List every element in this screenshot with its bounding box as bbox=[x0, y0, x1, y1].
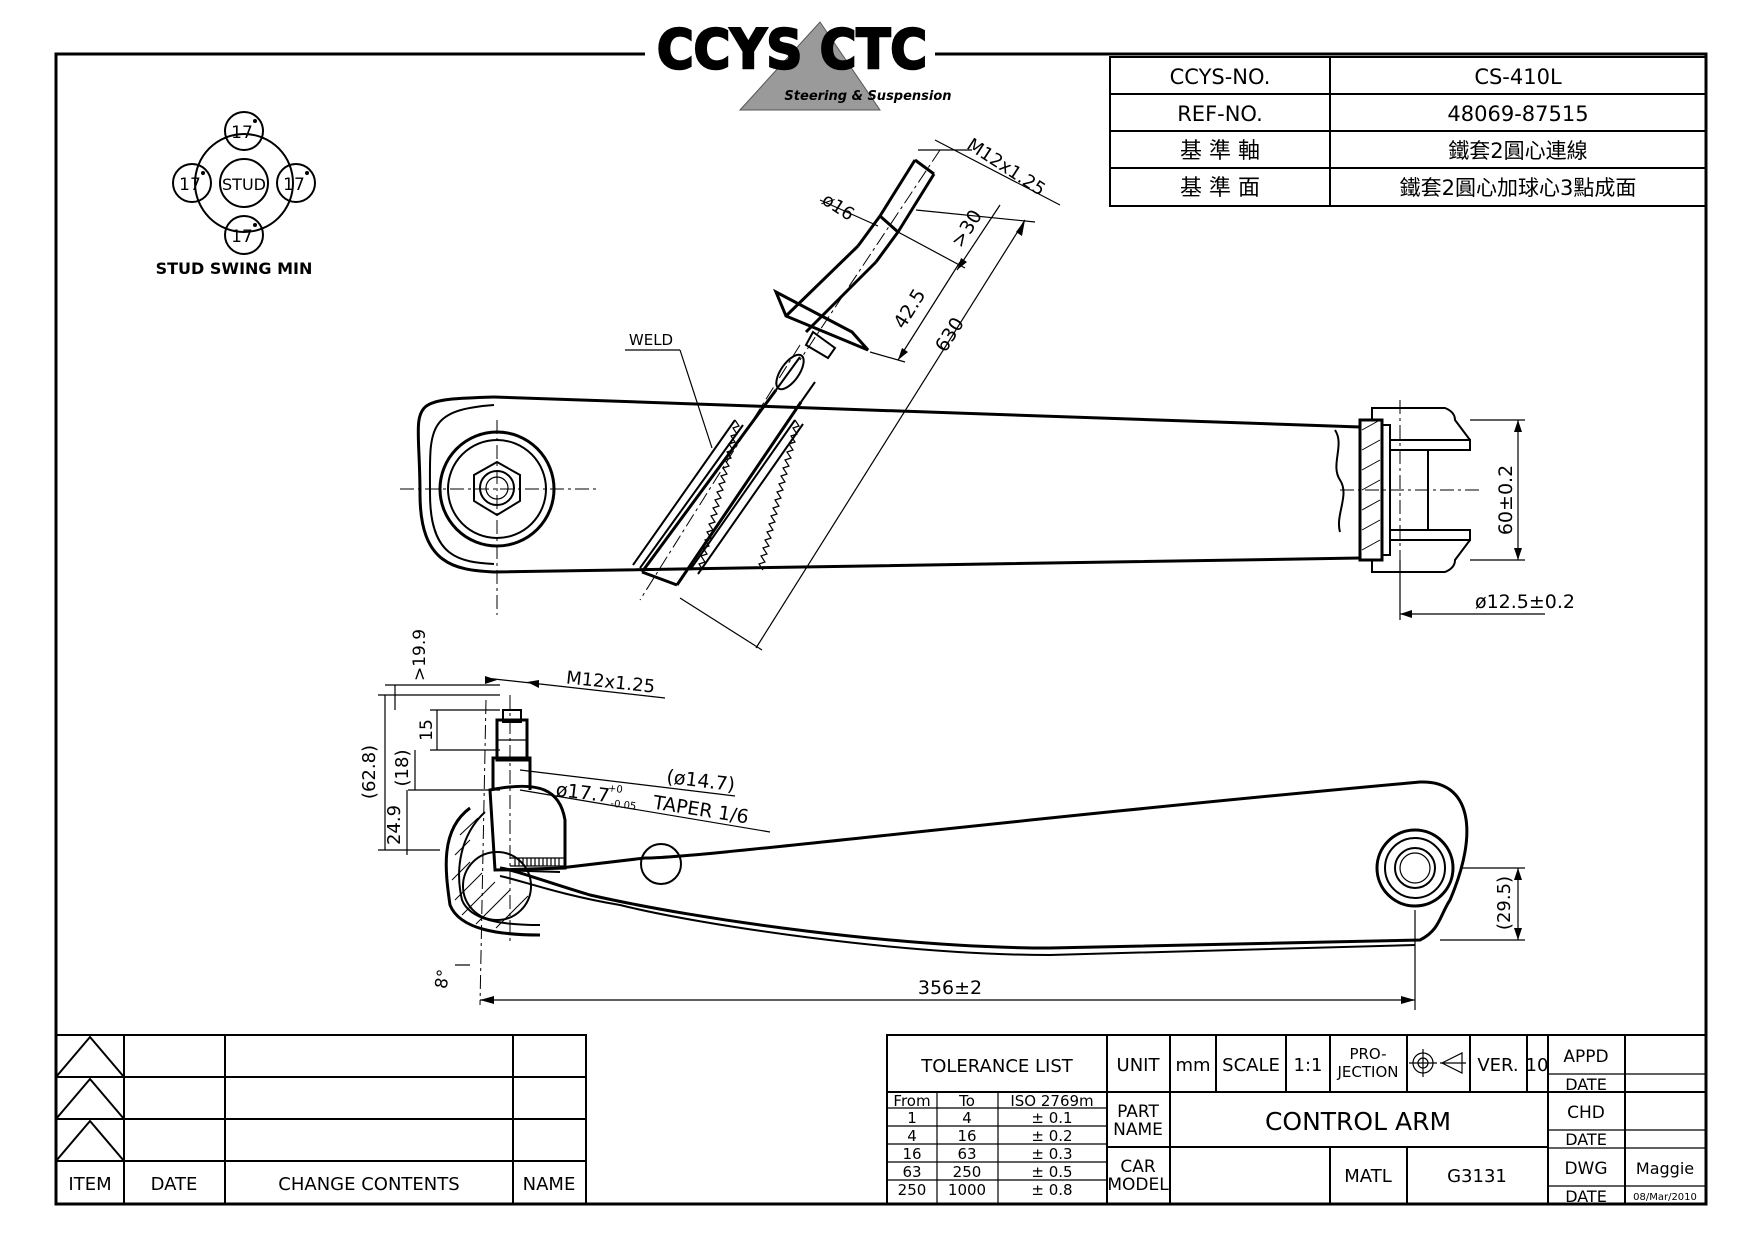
side-view-dimensions: >19.9 M12x1.25 (62.8) 15 (18) 24.9 bbox=[359, 629, 1525, 1010]
unit-value: mm bbox=[1175, 1055, 1210, 1076]
dwg-date-label: DATE bbox=[1565, 1187, 1607, 1206]
ver-label: VER. bbox=[1477, 1055, 1518, 1076]
top-view-control-arm: 60±0.2 ø12.5±0.2 630 42.5 >30 bbox=[400, 134, 1575, 651]
tolerance-cell: 63 bbox=[902, 1163, 921, 1181]
tolerance-cell: 1000 bbox=[948, 1181, 986, 1199]
chd-date-label: DATE bbox=[1565, 1130, 1607, 1149]
tolerance-title: TOLERANCE LIST bbox=[920, 1056, 1074, 1077]
dim-dia-17-7: ø17.7 bbox=[555, 779, 611, 807]
dim-18: (18) bbox=[392, 750, 413, 787]
tolerance-cell: 4 bbox=[907, 1127, 917, 1145]
info-label-datum-plane: 基 準 面 bbox=[1180, 176, 1260, 201]
change-header-date: DATE bbox=[151, 1174, 198, 1195]
scale-label: SCALE bbox=[1222, 1055, 1280, 1076]
swing-stud-label: STUD bbox=[222, 175, 266, 194]
tolerance-cell: ± 0.1 bbox=[1031, 1109, 1072, 1127]
tol-header-to: To bbox=[958, 1092, 975, 1110]
tolerance-cell: ± 0.2 bbox=[1031, 1127, 1072, 1145]
dwg-label: DWG bbox=[1564, 1159, 1607, 1179]
brand-logo: CCYS CTC Steering & Suspension bbox=[656, 17, 952, 111]
info-value-datum-plane: 鐵套2圓心加球心3點成面 bbox=[1400, 176, 1637, 200]
info-value-ccys-no: CS-410L bbox=[1474, 65, 1562, 89]
swing-caption: STUD SWING MIN bbox=[156, 259, 313, 278]
matl-label: MATL bbox=[1344, 1166, 1391, 1187]
dim-length-42-5: 42.5 bbox=[889, 285, 930, 333]
dim-19-9: >19.9 bbox=[410, 629, 430, 681]
weld-label: WELD bbox=[629, 331, 673, 349]
dwg-date-value: 08/Mar/2010 bbox=[1633, 1192, 1697, 1203]
drawer-name: Maggie bbox=[1636, 1159, 1694, 1178]
logo-tagline: Steering & Suspension bbox=[784, 89, 951, 104]
car-model-label-2: MODEL bbox=[1107, 1175, 1169, 1195]
side-view-control-arm: >19.9 M12x1.25 (62.8) 15 (18) 24.9 bbox=[359, 629, 1525, 1010]
info-label-ref-no: REF-NO. bbox=[1177, 102, 1263, 126]
dim-62-8: (62.8) bbox=[359, 745, 380, 799]
unit-label: UNIT bbox=[1117, 1055, 1161, 1076]
swing-angle-top: 17 bbox=[231, 123, 253, 143]
appd-label: APPD bbox=[1563, 1047, 1608, 1067]
change-header-name: NAME bbox=[523, 1174, 576, 1195]
dim-taper: TAPER 1/6 bbox=[651, 792, 751, 829]
ver-value: 10 bbox=[1526, 1055, 1549, 1076]
dim-height-60: 60±0.2 bbox=[1495, 465, 1517, 535]
info-value-datum-axis: 鐵套2圓心連線 bbox=[1448, 139, 1587, 163]
weld-tube bbox=[632, 149, 941, 601]
tolerance-cell: 250 bbox=[953, 1163, 982, 1181]
dim-tol-lower: -0.05 bbox=[610, 798, 637, 812]
change-history-table: ITEM DATE CHANGE CONTENTS NAME bbox=[55, 1034, 587, 1205]
swing-angle-bottom: 17 bbox=[231, 227, 253, 247]
tol-header-from: From bbox=[893, 1092, 930, 1110]
tolerance-cell: ± 0.8 bbox=[1031, 1181, 1072, 1199]
tolerance-cell: 4 bbox=[962, 1109, 972, 1127]
change-header-contents: CHANGE CONTENTS bbox=[278, 1174, 459, 1195]
matl-value: G3131 bbox=[1447, 1166, 1507, 1187]
swing-angle-left: 17 bbox=[179, 175, 201, 195]
info-label-datum-axis: 基 準 軸 bbox=[1180, 139, 1260, 164]
stud-swing-diagram: STUD 17 17 17 17 STUD SWING MIN bbox=[156, 111, 316, 278]
tolerance-cell: 1 bbox=[907, 1109, 917, 1127]
third-angle-projection-icon bbox=[1409, 1049, 1466, 1077]
tol-header-iso: ISO 2769m bbox=[1010, 1092, 1093, 1110]
tolerance-cell: 16 bbox=[902, 1145, 921, 1163]
dim-thread-top: M12x1.25 bbox=[963, 134, 1049, 200]
car-model-label-1: CAR bbox=[1120, 1157, 1155, 1177]
tolerance-cell: 63 bbox=[957, 1145, 976, 1163]
info-value-ref-no: 48069-87515 bbox=[1447, 102, 1588, 126]
dim-tol-upper: +0 bbox=[607, 783, 623, 796]
dim-24-9: 24.9 bbox=[384, 805, 405, 845]
tolerance-cell: 250 bbox=[898, 1181, 927, 1199]
tolerance-cell: ± 0.3 bbox=[1031, 1145, 1072, 1163]
dim-15: 15 bbox=[417, 719, 437, 741]
change-header-item: ITEM bbox=[68, 1174, 111, 1195]
projection-line2: JECTION bbox=[1337, 1063, 1399, 1081]
swing-angle-right: 17 bbox=[283, 175, 305, 195]
part-name-value: CONTROL ARM bbox=[1265, 1107, 1451, 1136]
part-name-label-1: PART bbox=[1117, 1102, 1159, 1122]
dim-dia-16: ø16 bbox=[818, 189, 858, 225]
logo-text: CCYS CTC bbox=[657, 18, 927, 81]
chd-label: CHD bbox=[1567, 1103, 1605, 1123]
tolerance-cell: ± 0.5 bbox=[1031, 1163, 1072, 1181]
scale-value: 1:1 bbox=[1294, 1055, 1323, 1076]
tolerance-cell: 16 bbox=[957, 1127, 976, 1145]
reference-info-table: CCYS-NO. CS-410L REF-NO. 48069-87515 基 準… bbox=[1109, 56, 1707, 207]
drawing-border bbox=[54, 52, 1708, 1206]
part-name-label-2: NAME bbox=[1113, 1120, 1163, 1140]
dim-length-30: >30 bbox=[947, 206, 987, 252]
dim-thread-side: M12x1.25 bbox=[565, 667, 656, 697]
dim-dia-14-7: (ø14.7) bbox=[665, 766, 736, 796]
dim-length-356: 356±2 bbox=[918, 977, 982, 999]
dim-dia-12-5: ø12.5±0.2 bbox=[1475, 591, 1575, 613]
info-label-ccys-no: CCYS-NO. bbox=[1170, 65, 1271, 89]
dim-length-630: 630 bbox=[931, 314, 969, 356]
appd-date-label: DATE bbox=[1565, 1075, 1607, 1094]
dim-29-5: (29.5) bbox=[1494, 876, 1515, 930]
right-bush bbox=[1334, 400, 1480, 580]
dim-angle-8: 8° bbox=[432, 968, 455, 991]
projection-line1: PRO- bbox=[1349, 1045, 1386, 1063]
